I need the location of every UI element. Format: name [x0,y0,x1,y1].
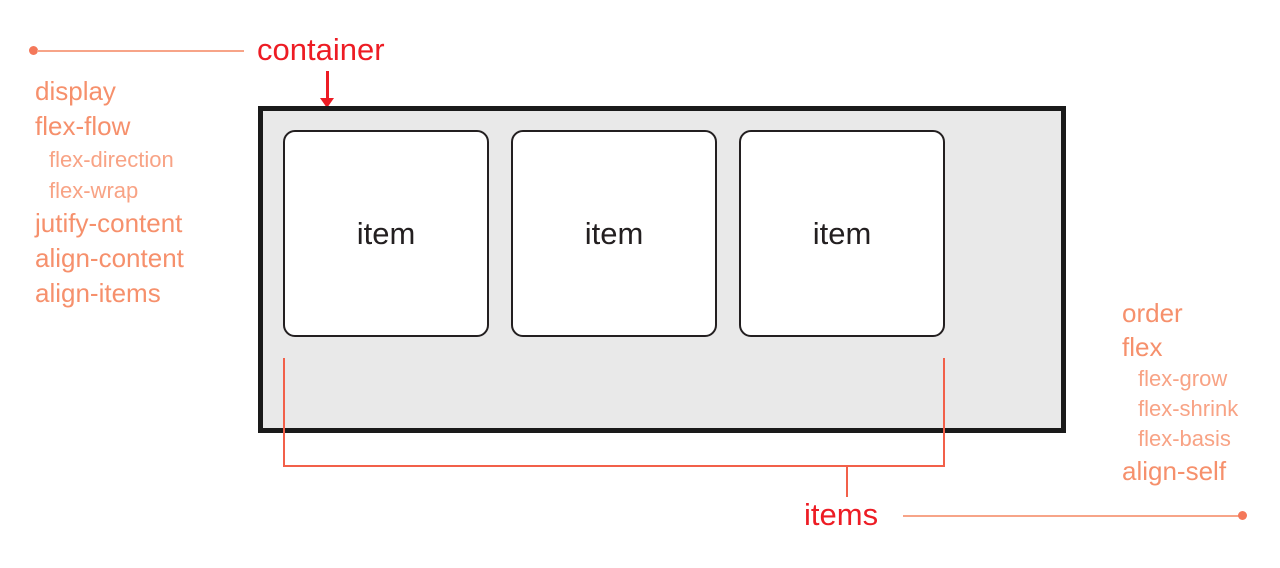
container-properties-list: display flex-flow flex-direction flex-wr… [35,74,184,311]
items-bracket-pointer-line [846,467,848,497]
container-property-flex-wrap: flex-wrap [49,178,139,203]
item-property-flex-shrink: flex-shrink [1138,396,1239,421]
item-property-flex: flex [1122,332,1163,362]
flex-item-box: item [511,130,717,337]
flex-container-box: item item item [258,106,1066,433]
container-property-flex-flow: flex-flow [35,111,131,141]
container-arrow-icon [326,71,329,99]
item-property-flex-basis: flex-basis [1138,426,1231,451]
container-property-flex-direction: flex-direction [49,147,174,172]
connector-line [903,515,1239,517]
items-bracket-horizontal-line [283,465,945,467]
container-property-align-content: align-content [35,243,184,273]
items-bracket-left-line [283,358,285,466]
item-property-order: order [1122,298,1183,328]
container-callout-label: container [257,32,385,67]
container-property-align-items: align-items [35,278,161,308]
items-bracket-right-line [943,358,945,466]
connector-dot-icon [1238,511,1247,520]
item-property-flex-grow: flex-grow [1138,366,1228,391]
flex-item-box: item [283,130,489,337]
container-arrowhead-icon [320,98,334,108]
container-property-display: display [35,76,116,106]
item-property-align-self: align-self [1122,456,1227,486]
items-callout-label: items [804,497,879,532]
flex-item-box: item [739,130,945,337]
item-properties-list: order flex flex-grow flex-shrink flex-ba… [1122,296,1238,488]
connector-dot-icon [29,46,38,55]
connector-line [37,50,244,52]
container-property-jutify-content: jutify-content [35,208,183,238]
